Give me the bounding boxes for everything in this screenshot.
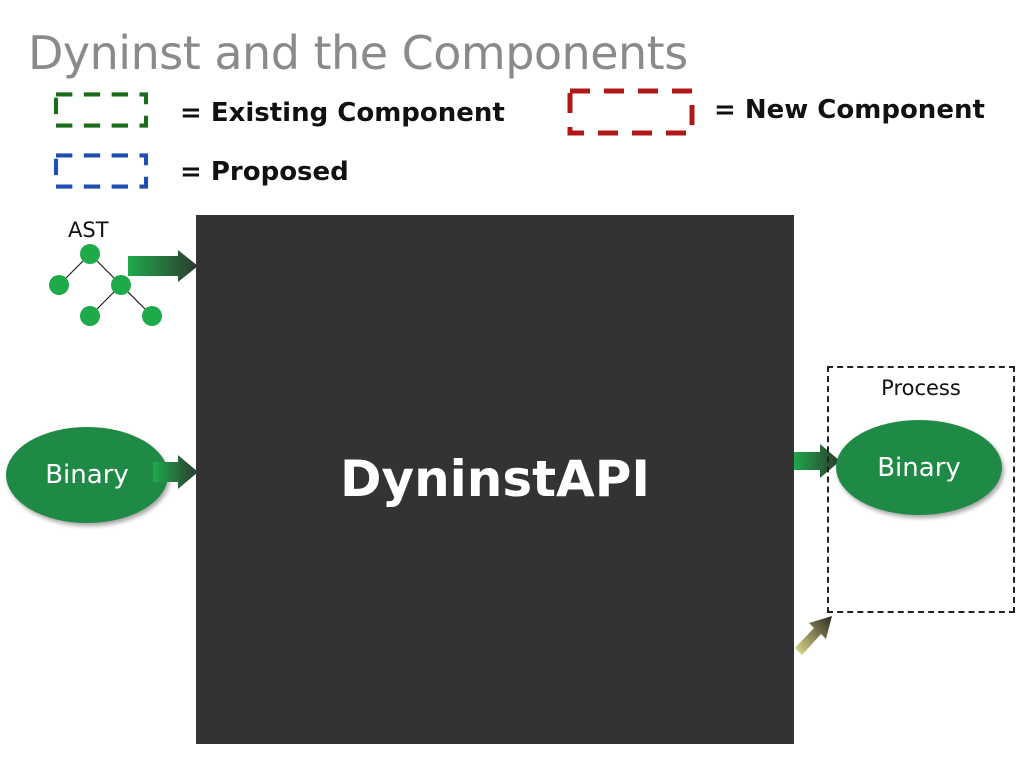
binary-input-label: Binary [45, 460, 129, 490]
process-control-arrow [795, 616, 832, 655]
binary-process-label: Binary [877, 452, 961, 483]
ast-arrow [128, 250, 198, 282]
legend-existing-box [53, 92, 149, 128]
ast-node-right-right [142, 306, 162, 326]
dyninstapi-label: DyninstAPI [339, 450, 651, 508]
process-label: Process [881, 376, 961, 400]
legend-proposed-box [53, 153, 149, 189]
process-box: Process [827, 366, 1015, 613]
ast-node-right-left [80, 306, 100, 326]
ast-node-root [80, 244, 100, 264]
legend-proposed-label: = Proposed [180, 157, 349, 187]
ast-label: AST [68, 218, 109, 242]
ast-node-left [49, 275, 69, 295]
dyninstapi-box [196, 215, 794, 744]
slide-title: Dyninst and the Components [28, 26, 688, 80]
ast-node-right [111, 275, 131, 295]
binary-process-ellipse: Binary [836, 420, 1002, 515]
legend-existing-label: = Existing Component [180, 98, 505, 128]
binary-in-arrow [153, 455, 198, 489]
legend-new-label: = New Component [714, 95, 985, 125]
legend-new-box [567, 88, 695, 136]
binary-input-ellipse: Binary [6, 427, 168, 523]
